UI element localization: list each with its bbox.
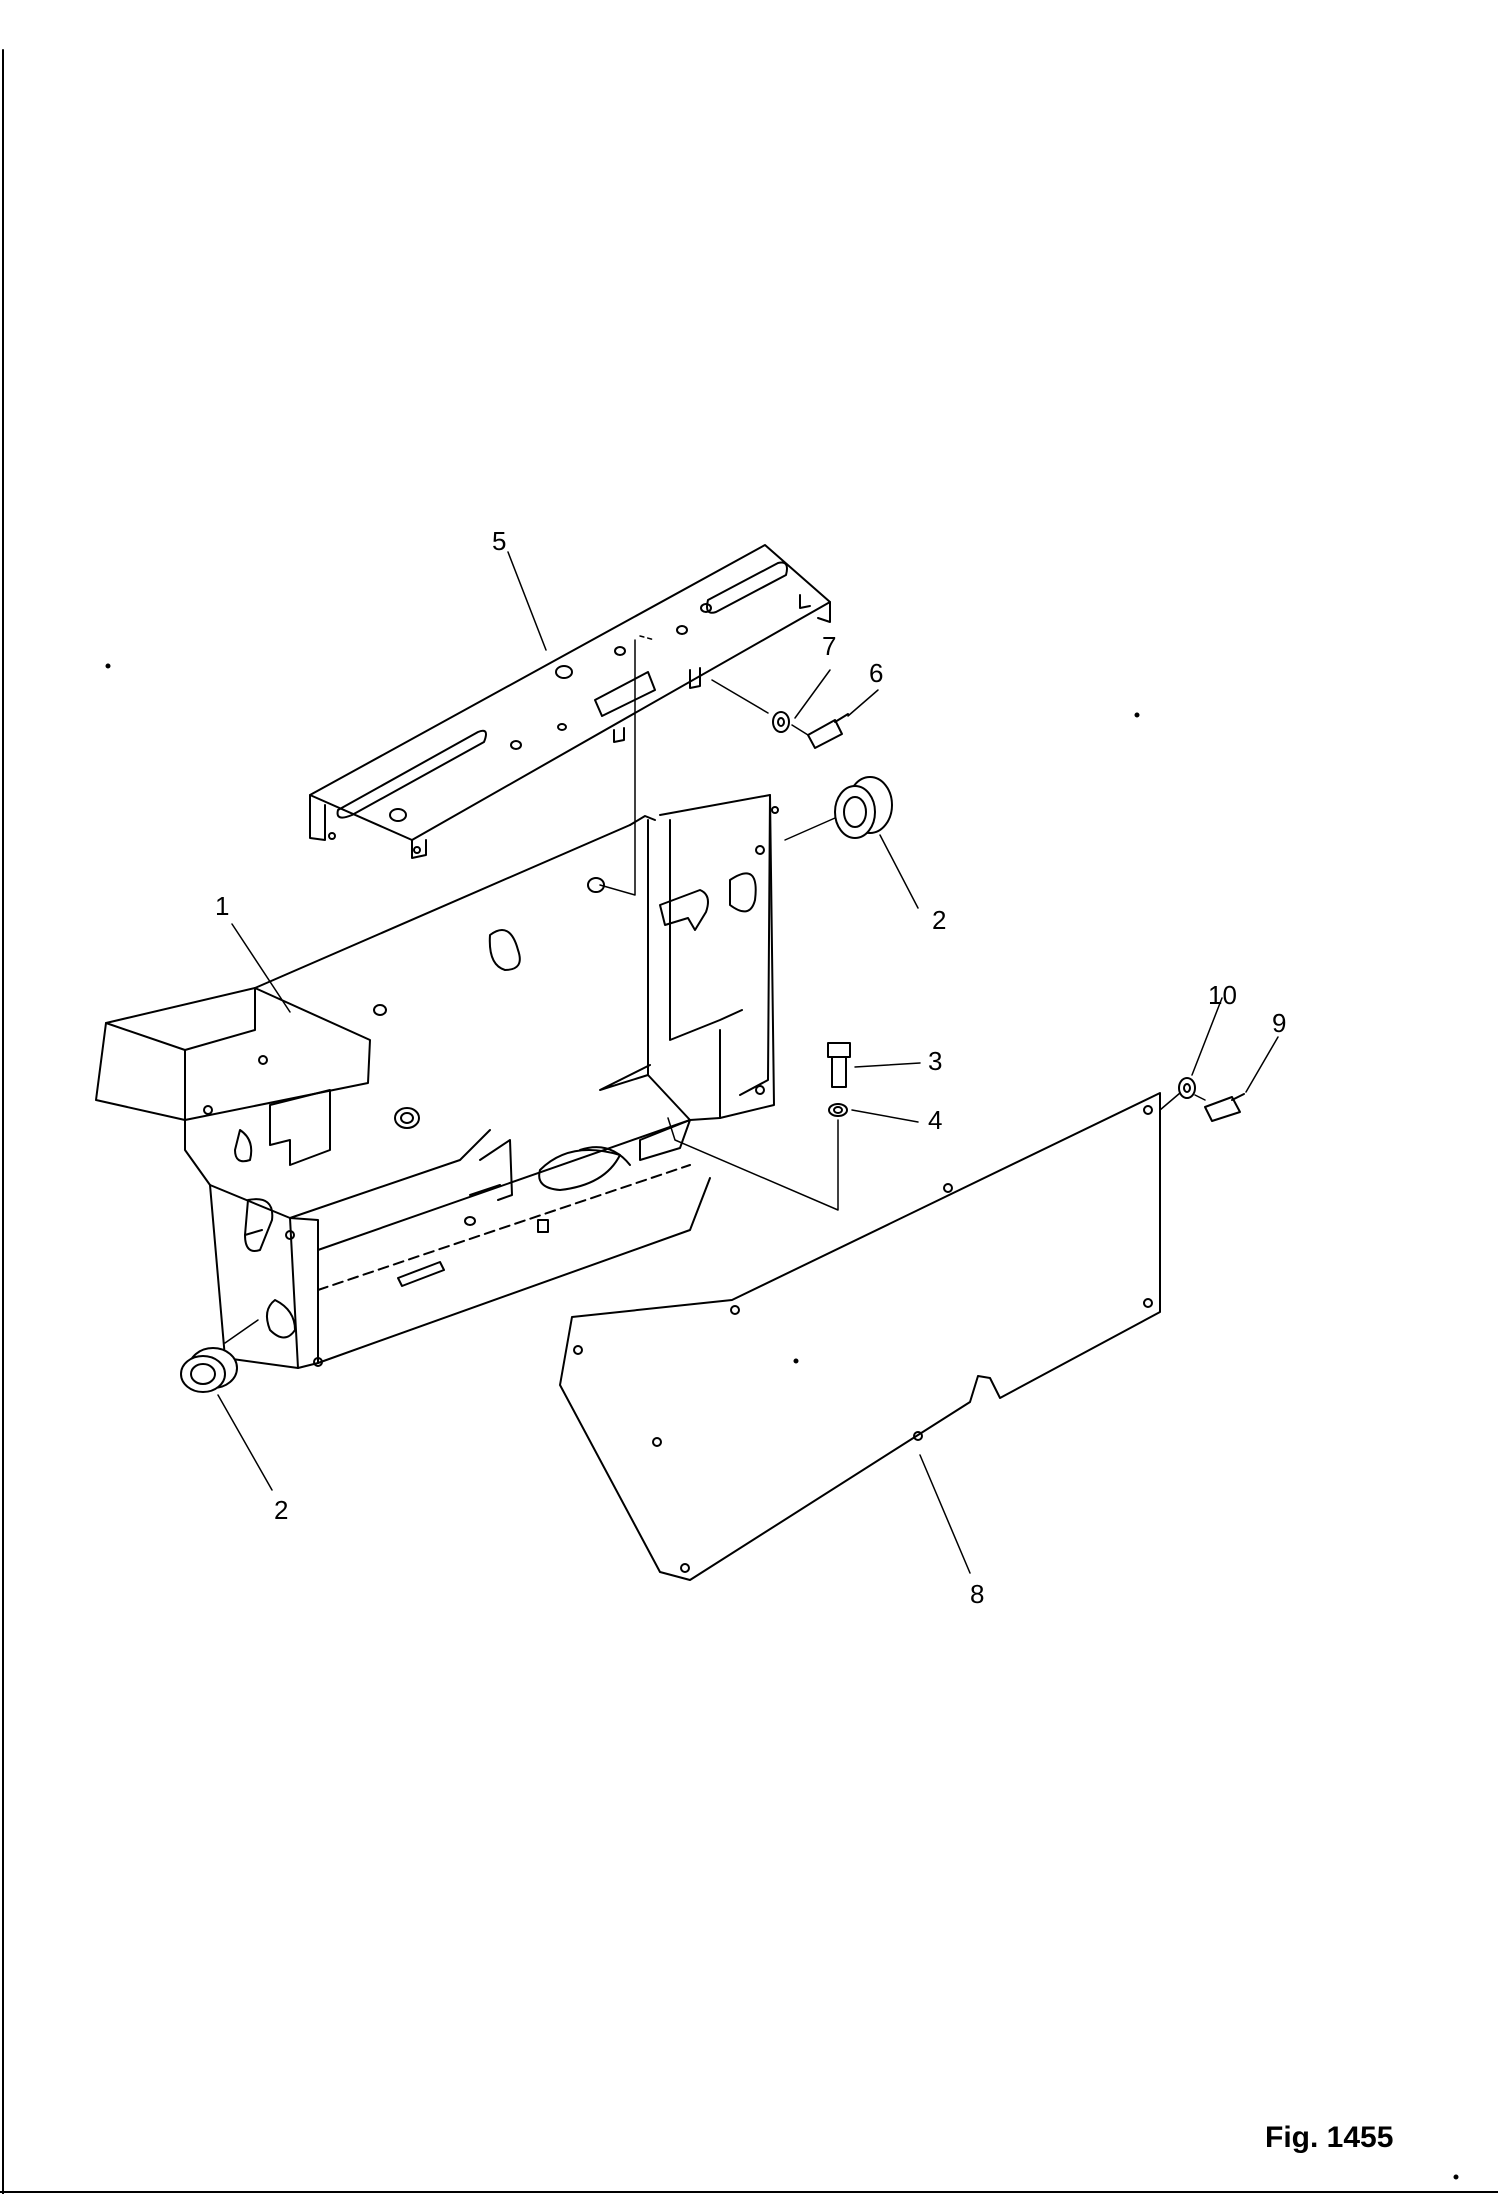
bolt-9 — [1204, 1093, 1245, 1122]
speck — [793, 1358, 799, 1364]
callout-part-2-upper: 2 — [932, 905, 947, 935]
callout-part-10: 10 — [1208, 980, 1237, 1010]
speck — [1453, 2174, 1459, 2180]
grommet-upper — [834, 776, 893, 839]
callout-part-9: 9 — [1272, 1008, 1287, 1038]
bolt-3 — [827, 1042, 851, 1088]
washer-10 — [1178, 1077, 1196, 1099]
speck — [1134, 712, 1140, 718]
leader-lines — [217, 551, 1279, 1574]
main-frame — [95, 794, 779, 1369]
figure-caption: Fig. 1455 — [1265, 2121, 1394, 2154]
callout-part-2-lower: 2 — [274, 1495, 289, 1525]
side-panel — [559, 1092, 1161, 1581]
grommet-lower — [180, 1347, 238, 1393]
callout-part-4: 4 — [928, 1105, 943, 1135]
callout-part-3: 3 — [928, 1046, 943, 1076]
callout-part-8: 8 — [970, 1579, 985, 1609]
washer-4 — [828, 1103, 848, 1117]
callout-part-1: 1 — [215, 891, 230, 921]
bolt-6 — [807, 713, 849, 749]
assembly-guide-lines — [224, 635, 1206, 1344]
washer-7 — [772, 711, 790, 733]
callout-part-6: 6 — [869, 658, 884, 688]
top-cover-plate — [309, 544, 831, 859]
callout-part-5: 5 — [492, 526, 507, 556]
speck — [105, 663, 111, 669]
callout-part-7: 7 — [822, 631, 837, 661]
